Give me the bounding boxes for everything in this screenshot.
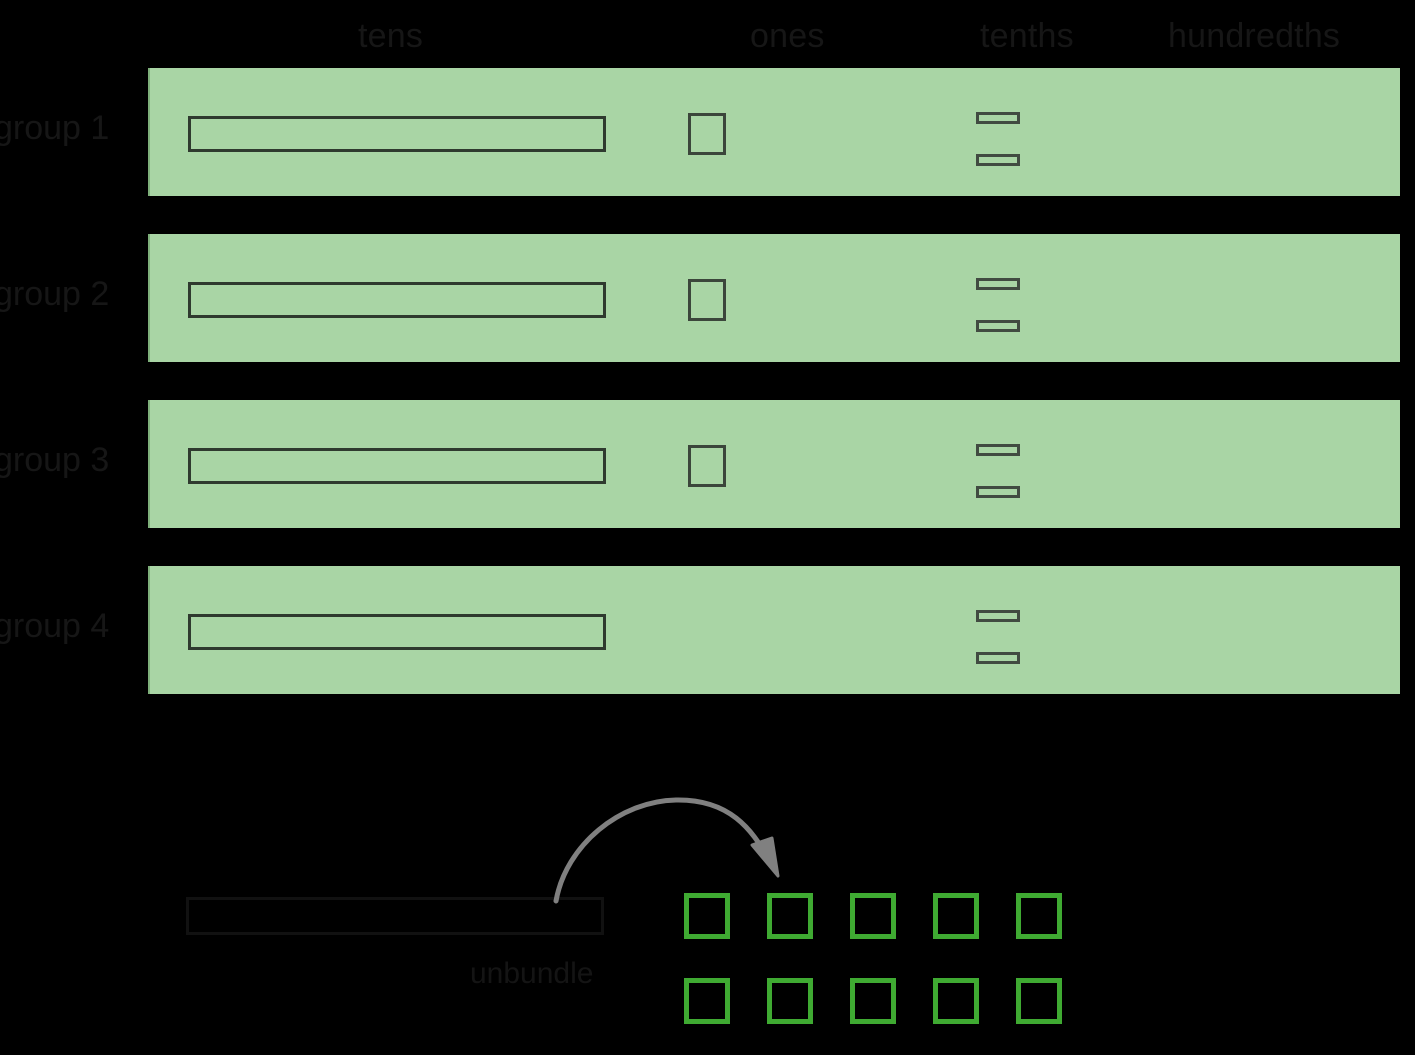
tenth-stick-icon — [976, 320, 1020, 332]
place-value-row — [148, 234, 1400, 362]
ten-bar-icon — [188, 116, 606, 152]
unbundled-ones-grid — [684, 893, 1062, 1035]
tenth-stick-icon — [976, 154, 1020, 166]
tenth-stick-icon — [976, 486, 1020, 498]
one-square-icon — [688, 113, 726, 155]
one-square-icon — [1016, 978, 1062, 1024]
group-label-2: group 2 — [0, 275, 110, 313]
place-value-row — [148, 400, 1400, 528]
one-square-icon — [850, 893, 896, 939]
column-header-tens: tens — [358, 17, 424, 55]
tenth-stick-icon — [976, 652, 1020, 664]
unbundle-caption: unbundle — [470, 957, 594, 990]
group-label-4: group 4 — [0, 607, 110, 645]
tenth-stick-icon — [976, 278, 1020, 290]
ten-bar-icon — [188, 448, 606, 484]
group-label-1: group 1 — [0, 109, 110, 147]
one-square-icon — [933, 978, 979, 1024]
ten-bar-icon — [188, 282, 606, 318]
column-header-tenths: tenths — [980, 17, 1074, 55]
one-square-icon — [688, 445, 726, 487]
unbundle-source-ten-bar — [186, 897, 604, 935]
place-value-row — [148, 68, 1400, 196]
ten-bar-icon — [188, 614, 606, 650]
one-square-icon — [684, 978, 730, 1024]
tenth-stick-icon — [976, 610, 1020, 622]
one-square-icon — [767, 893, 813, 939]
group-label-3: group 3 — [0, 441, 110, 479]
one-square-icon — [933, 893, 979, 939]
place-value-row — [148, 566, 1400, 694]
one-square-icon — [767, 978, 813, 1024]
one-square-icon — [688, 279, 726, 321]
tenth-stick-icon — [976, 112, 1020, 124]
one-square-icon — [1016, 893, 1062, 939]
column-header-ones: ones — [750, 17, 825, 55]
one-square-icon — [684, 893, 730, 939]
column-header-hundredths: hundredths — [1168, 17, 1341, 55]
tenth-stick-icon — [976, 444, 1020, 456]
one-square-icon — [850, 978, 896, 1024]
